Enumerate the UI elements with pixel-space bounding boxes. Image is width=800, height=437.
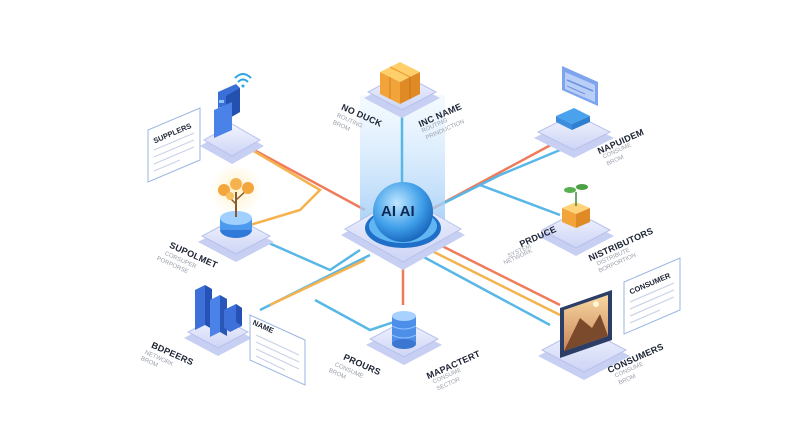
line-hub-consumers-red [439, 243, 561, 307]
line-suppliers-hub-red [244, 143, 366, 212]
plant-icon [218, 178, 254, 217]
ai-hub[interactable] [341, 182, 465, 270]
top-node[interactable] [364, 62, 440, 118]
box-cube-icon [380, 62, 420, 104]
ai-orb-icon [373, 182, 433, 242]
prours-node[interactable] [366, 311, 442, 365]
line-bdpeers-prours-blue [314, 298, 401, 332]
bdpeers-node[interactable] [184, 285, 252, 356]
napuidem-node[interactable] [534, 66, 614, 158]
suppliers-card [147, 107, 201, 183]
database-icon [391, 311, 417, 349]
suppliers-node[interactable] [200, 73, 264, 164]
sprout-box-icon [562, 184, 590, 228]
produce-node[interactable] [538, 184, 614, 256]
line-hub-produce-blue [479, 183, 561, 217]
consumer-card [623, 257, 681, 335]
line-hub-consumers-blue [419, 253, 551, 327]
line-supolmet-hub-blue [261, 238, 361, 272]
landscape-picture-icon [560, 290, 612, 358]
line-hub-consumers-orange [429, 248, 561, 317]
line-hub-bdpeers-orange [269, 258, 366, 307]
hub-label: AI AI [381, 203, 415, 220]
building-icon [214, 84, 240, 138]
wifi-icon [234, 73, 252, 88]
name-card [249, 314, 306, 386]
line-suppliers-produce-orange [249, 148, 323, 227]
consumers-node[interactable] [538, 290, 630, 380]
factory-icon [195, 285, 242, 337]
card-terminal-icon [556, 66, 598, 130]
line-hub-napuidem-blue [439, 148, 561, 207]
supolmet-node[interactable] [198, 164, 274, 262]
